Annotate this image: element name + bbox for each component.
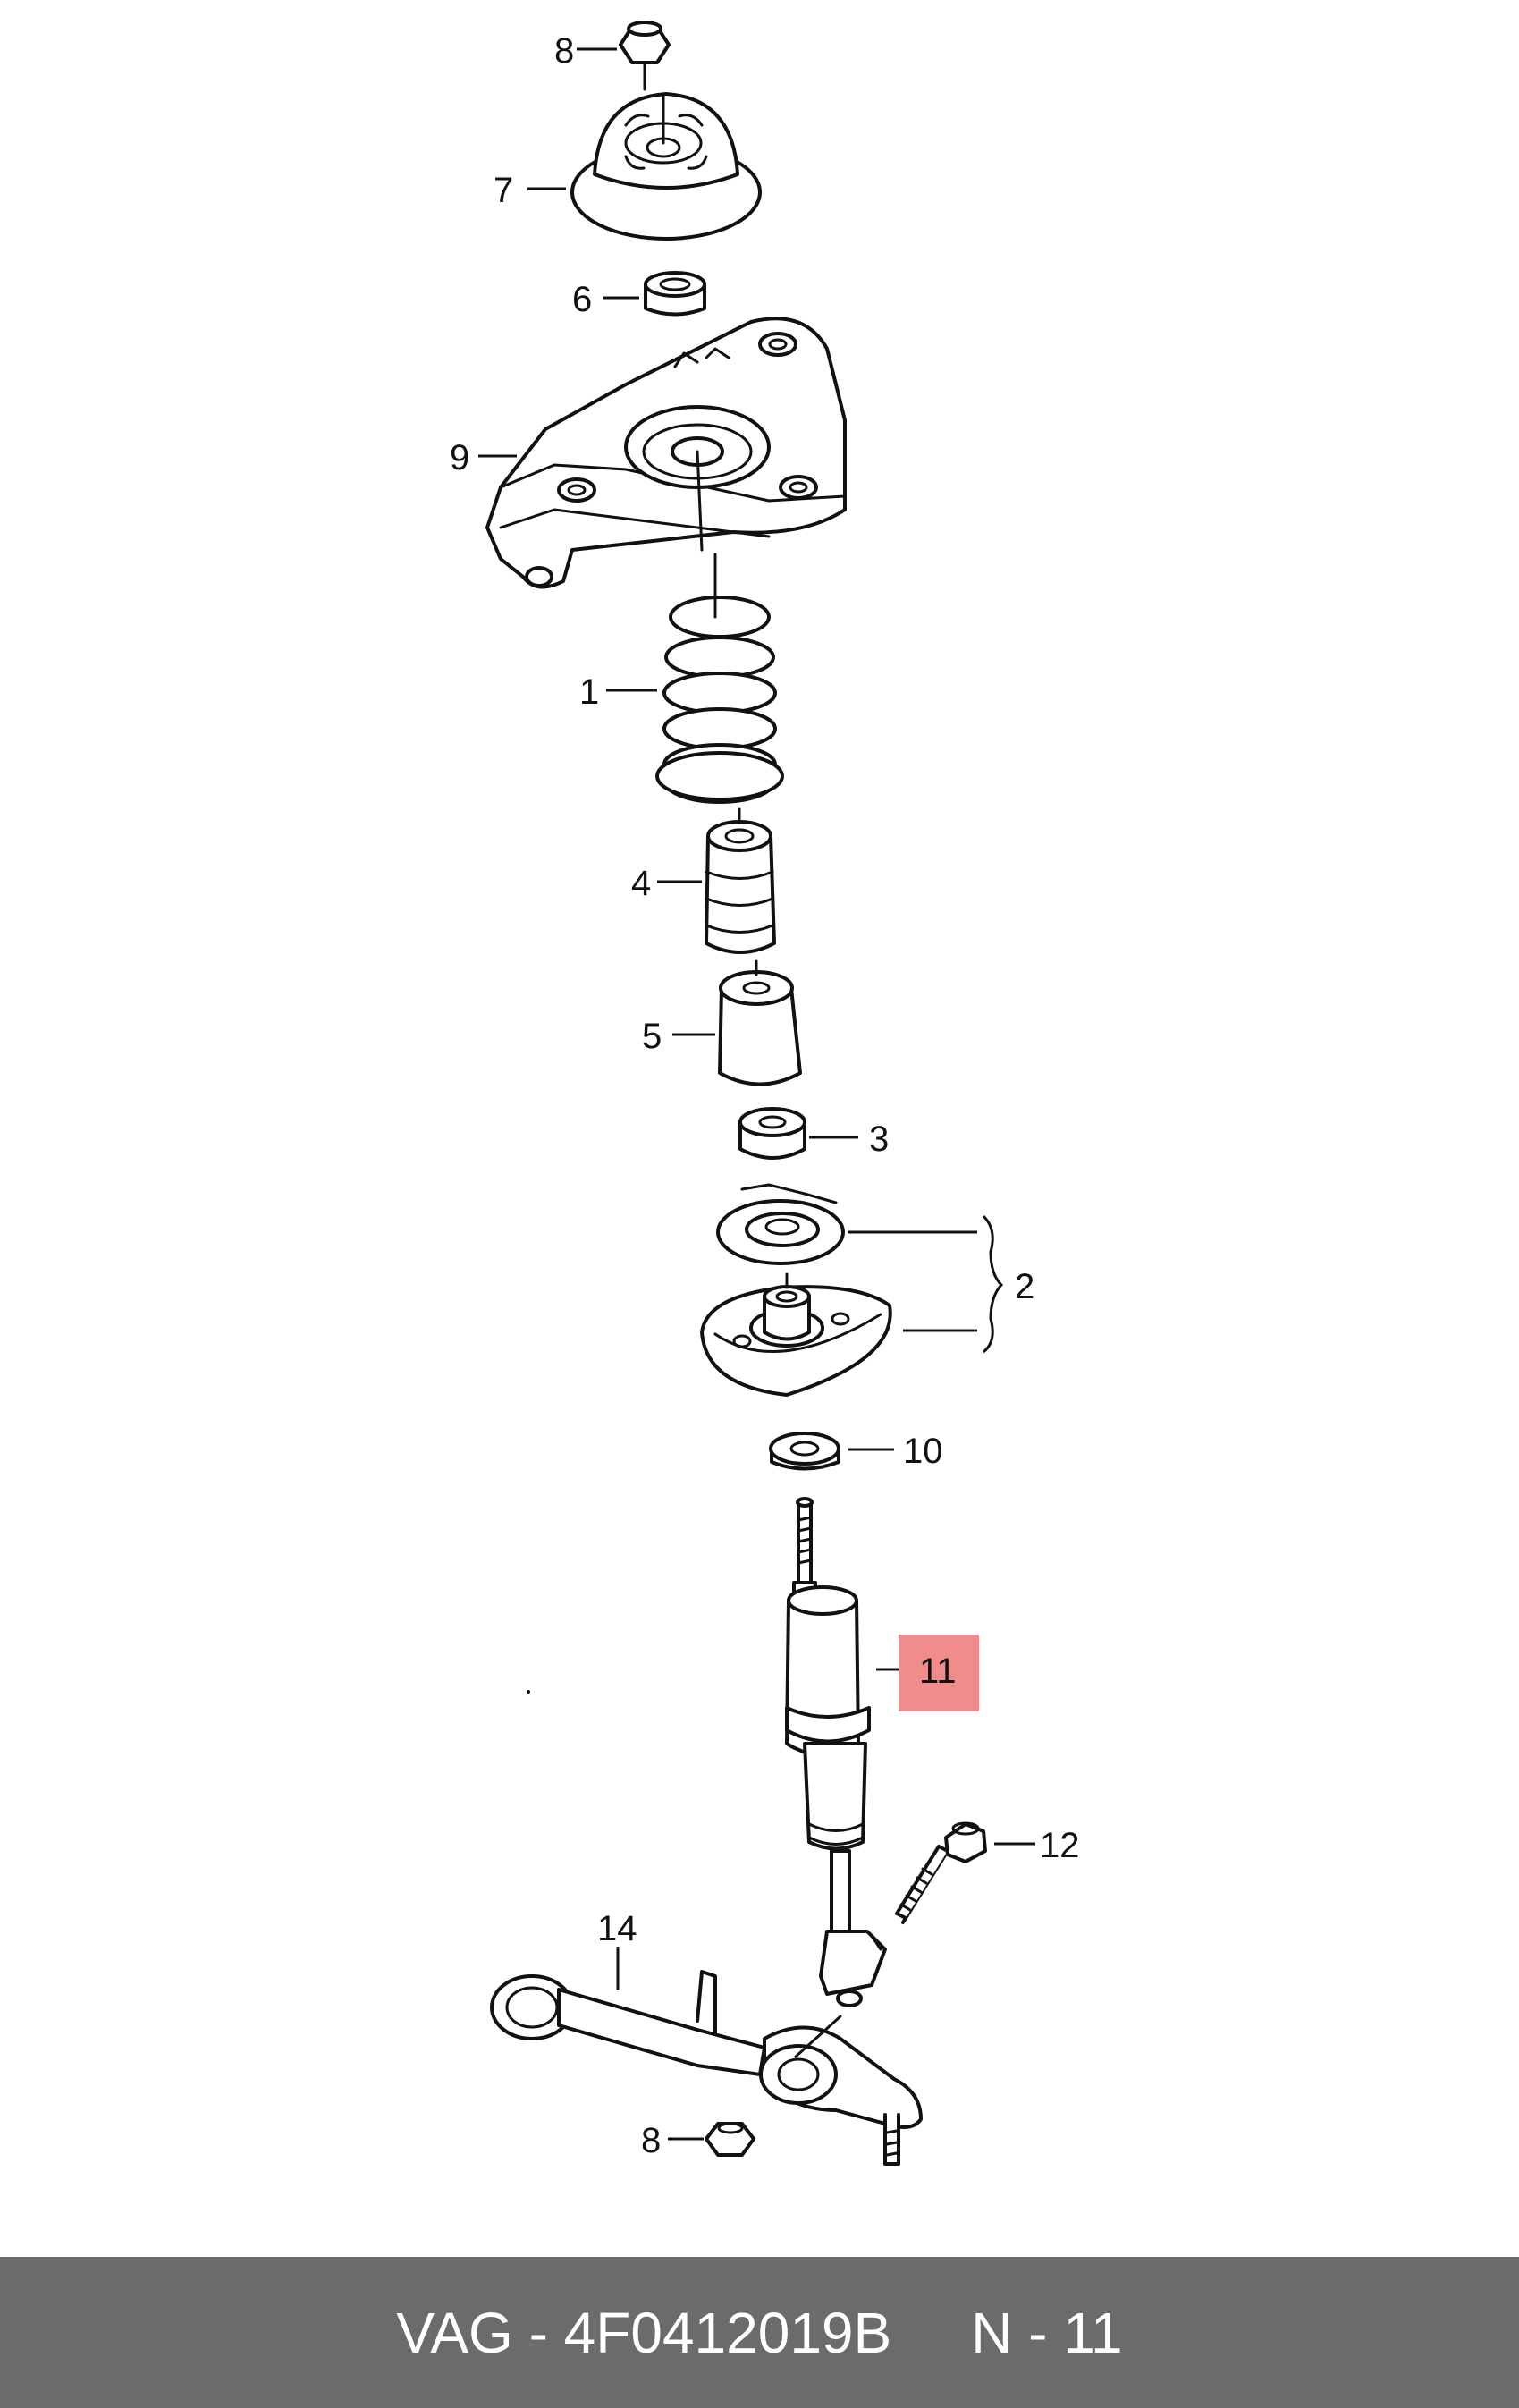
leader-lines — [478, 47, 1035, 2141]
part-5-dust-boot — [718, 959, 802, 1086]
part-8-nut-top — [619, 21, 671, 91]
footer-bar: VAG - 4F0412019B N - 11 — [0, 2257, 1519, 2408]
part-7-strut-mount — [570, 92, 762, 241]
callout-4: 4 — [631, 864, 651, 903]
part-3-spacer — [738, 1107, 806, 1160]
part-2-spring-seat-upper — [716, 1183, 845, 1265]
part-12-bolt — [895, 1821, 987, 1924]
callout-3: 3 — [869, 1120, 889, 1159]
part-14-control-arm — [490, 1970, 923, 2166]
callout-5: 5 — [642, 1017, 662, 1056]
part-4-bump-stop — [705, 807, 776, 954]
part-11-shock-absorber — [785, 1497, 899, 2007]
part-number-caption: VAG - 4F0412019B N - 11 — [396, 2300, 1123, 2365]
part-10-washer — [769, 1432, 840, 1471]
part-1-coil-spring — [655, 553, 784, 804]
callout-11: 11 — [919, 1652, 957, 1691]
stray-dot — [527, 1690, 530, 1694]
part-9-mounting-bracket — [485, 317, 847, 589]
callout-11-highlight — [899, 1635, 979, 1711]
callout-2: 2 — [1015, 1267, 1034, 1306]
exploded-parts-diagram: 8 7 6 9 1 4 5 3 2 10 11 12 14 8 — [450, 21, 1080, 2166]
part-2-spring-plate-lower — [700, 1272, 892, 1397]
callout-12: 12 — [1040, 1826, 1080, 1865]
callout-labels: 8 7 6 9 1 4 5 3 2 10 11 12 14 8 — [450, 31, 1080, 2160]
part-8-nut-bottom — [705, 2122, 755, 2157]
callout-10: 10 — [903, 1432, 943, 1471]
callout-8-top: 8 — [554, 31, 574, 71]
callout-7: 7 — [494, 171, 513, 210]
callout-14: 14 — [597, 1909, 637, 1948]
callout-6: 6 — [572, 280, 592, 319]
callout-8-bottom: 8 — [641, 2121, 661, 2160]
callout-1: 1 — [579, 672, 599, 712]
callout-9: 9 — [450, 438, 469, 477]
part-6-bushing — [644, 271, 706, 317]
